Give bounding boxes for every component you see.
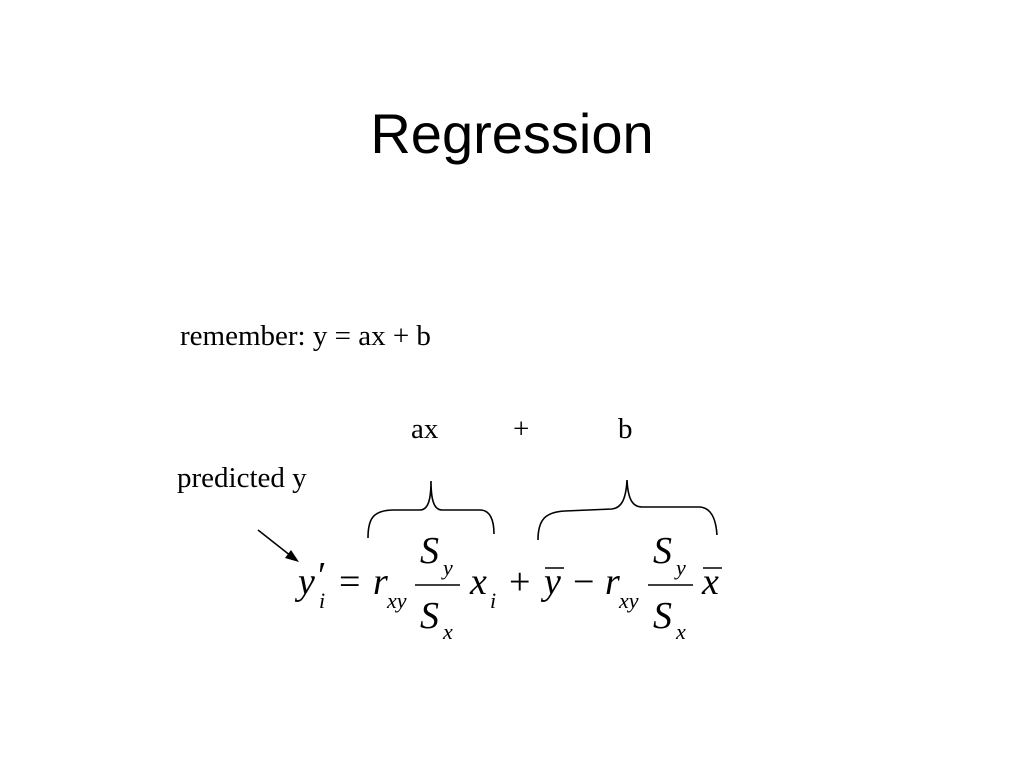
brace-label-ax: ax — [411, 413, 439, 445]
formula-xbar: x — [701, 561, 719, 603]
formula-equals: = — [339, 561, 360, 603]
formula-minus: − — [573, 561, 594, 603]
formula-fraction1-numerator-sub: y — [441, 555, 453, 580]
brace-ax — [367, 480, 495, 539]
formula-y: y — [294, 561, 315, 603]
brace-b — [537, 479, 718, 541]
formula-r-2-subscript-xy: xy — [618, 588, 639, 613]
formula-r-2: r — [605, 561, 620, 603]
formula-r-subscript-xy: xy — [386, 588, 407, 613]
predicted-y-annotation: predicted y — [177, 462, 307, 494]
formula-x: x — [469, 561, 487, 603]
formula-fraction2-numerator-sub: y — [674, 555, 686, 580]
formula-fraction1-denominator-S: S — [420, 595, 439, 637]
formula-fraction1-numerator-S: S — [420, 530, 439, 572]
brace-label-b: b — [618, 413, 633, 445]
formula-fraction2-denominator-S: S — [653, 595, 672, 637]
formula-fraction2-denominator-sub: x — [675, 619, 686, 644]
formula-fraction2-numerator-S: S — [653, 530, 672, 572]
slide-title: Regression — [370, 102, 654, 165]
formula-fraction1-denominator-sub: x — [442, 619, 453, 644]
pointer-arrow — [257, 529, 299, 562]
formula-ybar: y — [540, 561, 561, 603]
reminder-text: remember: y = ax + b — [180, 320, 431, 352]
brace-label-plus: + — [513, 413, 530, 445]
formula-x-subscript-i: i — [490, 588, 496, 613]
formula-y-subscript-i: i — [319, 588, 325, 613]
formula-prime: ′ — [318, 555, 326, 597]
formula-r: r — [373, 561, 388, 603]
formula-plus: + — [509, 561, 530, 603]
